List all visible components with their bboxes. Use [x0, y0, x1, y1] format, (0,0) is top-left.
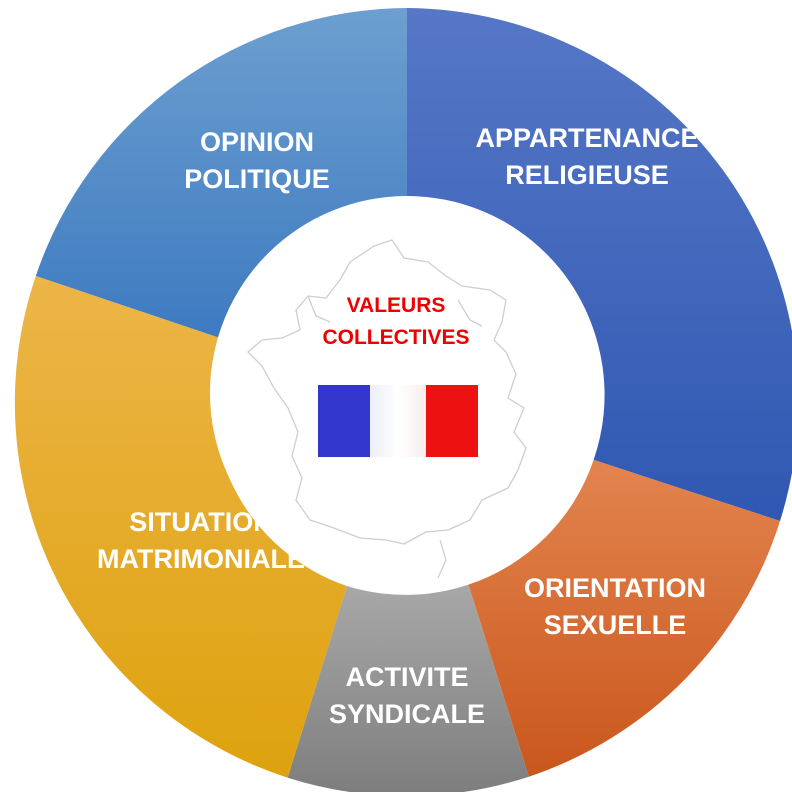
flag-red-band — [426, 385, 478, 457]
segment-appartenance-religieuse — [407, 8, 792, 521]
segment-activite-syndicale — [287, 584, 529, 792]
french-flag — [318, 385, 478, 457]
label-opinion-politique: OPINION POLITIQUE — [184, 127, 330, 194]
label-appartenance-religieuse: APPARTENANCE RELIGIEUSE — [475, 123, 699, 190]
label-activite-syndicale: ACTIVITE SYNDICALE — [328, 662, 485, 729]
segment-opinion-politique — [35, 8, 408, 339]
flag-white-band — [370, 385, 426, 457]
center-title: VALEURS COLLECTIVES — [296, 290, 496, 354]
center-title-line2: COLLECTIVES — [322, 326, 470, 349]
france-map-outline — [247, 239, 527, 579]
segment-orientation-sexuelle — [468, 459, 780, 777]
label-situation-matrimoniale: SITUATION MATRIMONIALE — [97, 507, 305, 574]
label-orientation-sexuelle: ORIENTATION SEXUELLE — [524, 573, 706, 640]
flag-blue-band — [318, 385, 370, 457]
center-title-line1: VALEURS — [346, 294, 446, 317]
segment-situation-matrimoniale — [14, 276, 347, 778]
